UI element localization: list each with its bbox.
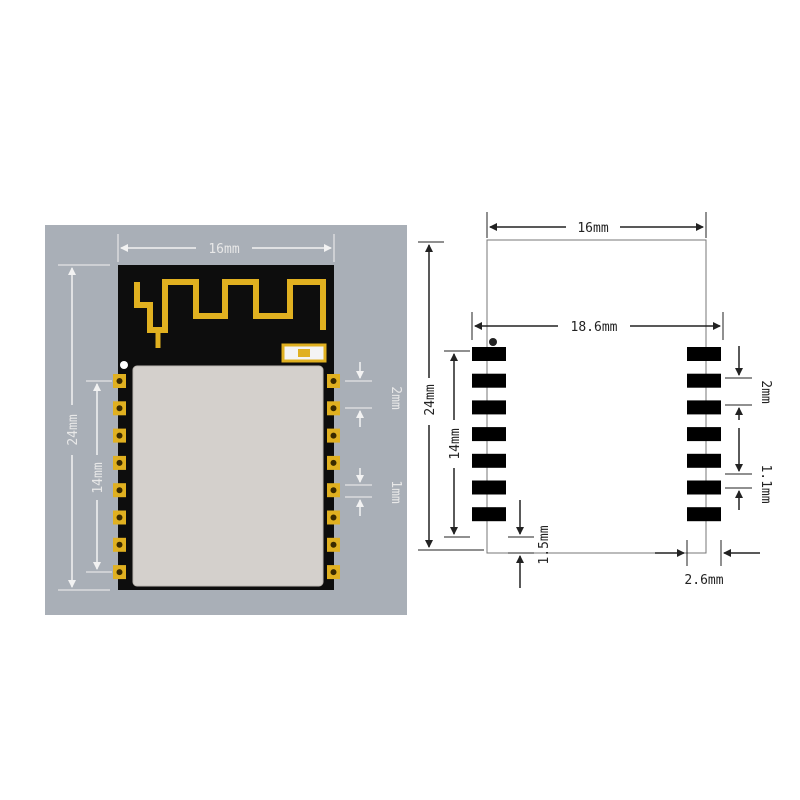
pad-hole xyxy=(116,405,123,412)
pitch-label: 2mm xyxy=(388,386,403,410)
r-pad-label: 1.1mm xyxy=(758,464,773,503)
pad-hole xyxy=(116,378,123,384)
footprint-pad xyxy=(472,373,506,388)
pad-hole xyxy=(116,541,123,548)
r-width-label: 16mm xyxy=(577,221,608,236)
footprint-pad xyxy=(472,453,506,468)
footprint-pad xyxy=(687,480,721,495)
pad-hole xyxy=(116,569,123,576)
left-panel: 16mm 24mm 14mm 2mm 1mm xyxy=(45,225,407,615)
footprint-left-pads xyxy=(472,347,506,522)
footprint-pad xyxy=(472,507,506,522)
height-label: 24mm xyxy=(66,414,81,445)
footprint-pad xyxy=(472,427,506,442)
pad-hole xyxy=(330,514,337,521)
footprint-pad xyxy=(687,347,721,361)
right-panel: 16mm 18.6mm 24mm 14mm 2mm 1.1mm xyxy=(418,212,773,588)
footprint-pad xyxy=(687,427,721,442)
pad-hole xyxy=(116,459,123,466)
pad-hole xyxy=(330,569,337,576)
footprint-pad xyxy=(687,453,721,468)
r-height-label: 24mm xyxy=(423,384,438,415)
pad-hole xyxy=(330,378,337,384)
footprint-right-pads xyxy=(687,347,721,522)
led-body xyxy=(298,349,310,357)
pad-hole xyxy=(116,487,123,494)
pad-hole xyxy=(116,432,123,439)
pad-hole xyxy=(330,487,337,494)
pad-label: 1mm xyxy=(388,480,403,504)
footprint-pad xyxy=(687,507,721,522)
footprint-pad xyxy=(472,347,506,361)
r-padlen-label: 2.6mm xyxy=(684,573,723,588)
left-side-pads xyxy=(113,374,126,580)
footprint-pad xyxy=(472,400,506,415)
pin1-marker xyxy=(120,361,128,369)
r-gap-label: 1.5mm xyxy=(537,525,552,564)
antenna-trace xyxy=(134,279,326,333)
pad-hole xyxy=(330,405,337,412)
pad-hole xyxy=(330,459,337,466)
pin-span-label: 14mm xyxy=(91,462,106,493)
footprint-pad xyxy=(687,373,721,388)
pad-hole xyxy=(116,514,123,521)
r-pitch-label: 2mm xyxy=(758,380,773,404)
pad-hole xyxy=(330,432,337,439)
r-span-label: 18.6mm xyxy=(571,320,618,335)
r-pin-span-label: 14mm xyxy=(448,428,463,459)
width-label: 16mm xyxy=(208,242,239,257)
rf-shield xyxy=(132,365,324,587)
pad-hole xyxy=(330,541,337,548)
right-side-pads xyxy=(327,374,340,580)
footprint-pad xyxy=(472,480,506,495)
footprint-pin1-marker xyxy=(489,338,497,346)
module-outline xyxy=(486,239,707,554)
footprint-pad xyxy=(687,400,721,415)
